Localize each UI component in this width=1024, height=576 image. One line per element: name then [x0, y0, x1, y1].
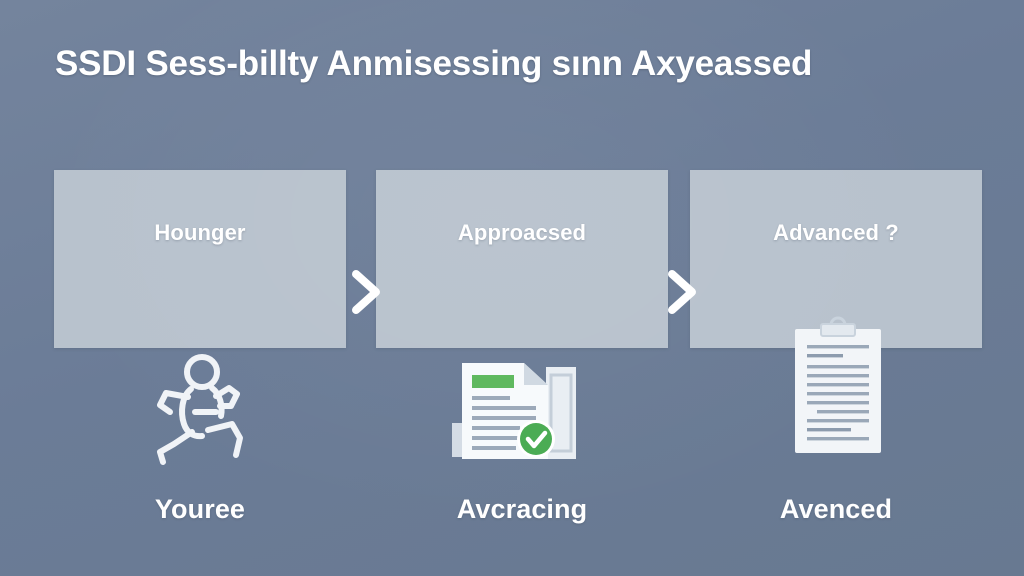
chevron-right-icon — [343, 268, 389, 316]
running-person-icon — [157, 354, 243, 465]
stage-box-1: Hounger — [54, 170, 346, 348]
stage-box-label-2: Approacsed — [457, 220, 587, 245]
stage-caption-2: Avcracing — [456, 494, 588, 524]
chevron-right-icon — [659, 268, 705, 316]
stage-box-label-1: Hounger — [154, 220, 246, 245]
page-title: SSDI Sess-billty Anmisessing sınn Axyeas… — [55, 44, 813, 83]
icon-slot-3 — [738, 315, 938, 475]
icon-slot-1 — [100, 352, 300, 472]
stage-box-2: Approacsed — [376, 170, 668, 348]
document-check-icon — [452, 363, 576, 459]
stage-caption-3: Avenced — [779, 494, 893, 524]
clipboard-document-icon — [795, 316, 881, 453]
stage-box-label-3: Advanced ? — [773, 220, 899, 245]
stage-caption-1: Youree — [154, 494, 246, 524]
icon-slot-2 — [420, 355, 620, 475]
